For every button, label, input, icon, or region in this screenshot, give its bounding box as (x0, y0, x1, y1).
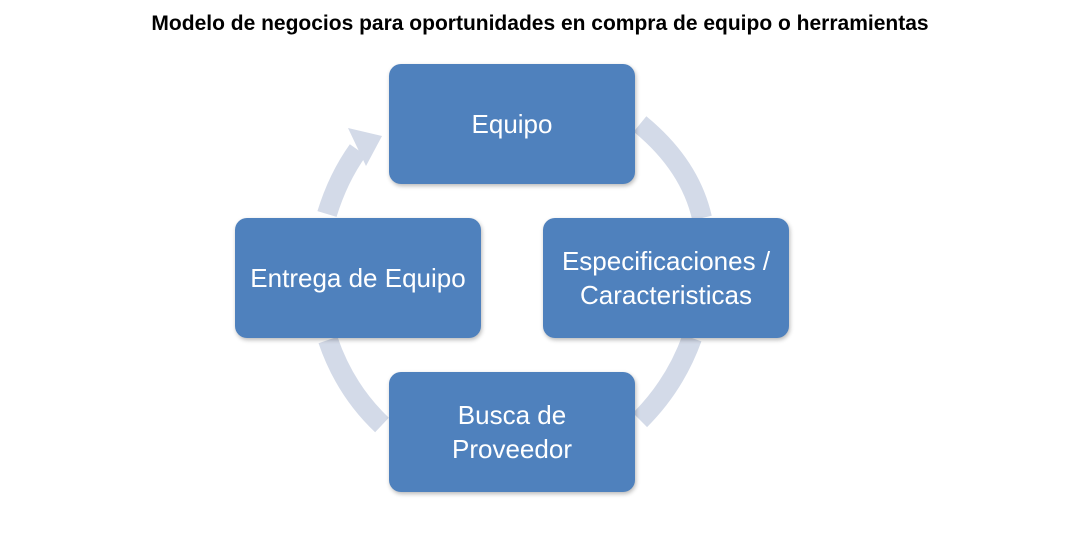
arc-equipo-to-especificaciones (633, 116, 712, 221)
node-entrega-label: Entrega de Equipo (250, 263, 466, 293)
arrowhead-to-equipo (348, 128, 382, 166)
node-entrega-de-equipo: Entrega de Equipo (235, 218, 481, 338)
node-especificaciones: Especificaciones / Caracteristicas (543, 218, 789, 338)
arc-especificaciones-to-busca (632, 334, 702, 428)
node-equipo: Equipo (389, 64, 635, 184)
node-especificaciones-label: Especificaciones / Caracteristicas (561, 246, 771, 310)
node-equipo-label: Equipo (471, 109, 553, 139)
node-busca-de-proveedor: Busca de Proveedor (389, 372, 635, 492)
node-busca-label: Busca de Proveedor (452, 400, 572, 464)
arc-entrega-to-equipo (317, 144, 367, 218)
arc-busca-to-entrega (318, 336, 389, 433)
diagram-title: Modelo de negocios para oportunidades en… (151, 12, 929, 35)
